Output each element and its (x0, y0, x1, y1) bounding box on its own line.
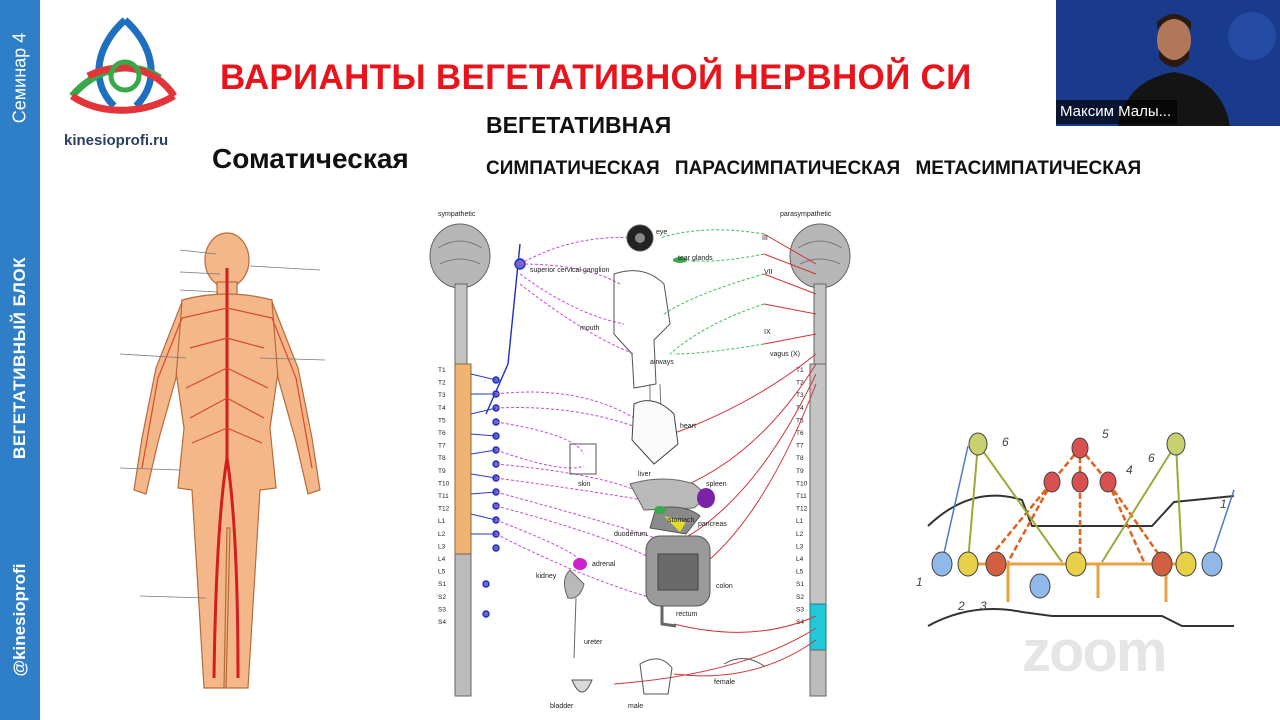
spinal-segment-l4: L4 (796, 556, 804, 563)
label-female: female (714, 679, 735, 686)
label-bladder: bladder (550, 703, 574, 710)
label-liver: liver (638, 471, 652, 478)
label-adrenal: adrenal (592, 561, 616, 568)
label-colon: colon (716, 583, 733, 590)
label-kidney: kidney (536, 573, 557, 580)
participant-video-tile[interactable]: Максим Малы... (1056, 0, 1280, 126)
block-label: ВЕГЕТАТИВНЫЙ БЛОК (10, 257, 29, 459)
spinal-segment-t12: T12 (796, 506, 808, 513)
spinal-segment-t10: T10 (796, 480, 808, 487)
meta-num-1-right: 1 (1220, 497, 1227, 511)
spinal-segment-s1: S1 (796, 581, 804, 588)
spinal-segment-s3: S3 (796, 606, 804, 613)
meta-num-6-left: 6 (1002, 435, 1009, 449)
somatic-heading: Соматическая (212, 143, 409, 174)
spinal-segment-l2: L2 (796, 531, 804, 538)
spinal-segment-l5: L5 (796, 569, 804, 576)
label-nerve-ix: IX (764, 329, 771, 336)
subtype-sympathetic: СИМПАТИЧЕСКАЯ (486, 158, 660, 179)
label-rectum: rectum (676, 611, 698, 618)
meta-num-5: 5 (1102, 427, 1109, 441)
spinal-segment-s1: S1 (438, 581, 446, 588)
spinal-segment-t7: T7 (796, 443, 804, 450)
sidebar: Семинар 4 ВЕГЕТАТИВНЫЙ БЛОК @kinesioprof… (0, 0, 40, 720)
subtype-parasympathetic: ПАРАСИМПАТИЧЕСКАЯ (674, 158, 901, 179)
spinal-segment-t4: T4 (438, 405, 446, 412)
sympathetic-label: sympathetic (438, 211, 476, 218)
spinal-segment-t3: T3 (438, 392, 446, 399)
spinal-segment-t8: T8 (796, 455, 804, 462)
label-heart: heart (680, 423, 696, 430)
label-skin: skin (578, 481, 591, 488)
spinal-segment-l1: L1 (796, 518, 804, 525)
meta-num-3: 3 (980, 599, 987, 613)
logo-site: kinesioprofi.ru (64, 132, 169, 149)
label-airways: airways (650, 359, 674, 366)
spinal-segment-t5: T5 (796, 417, 804, 424)
somatic-body-illustration (120, 232, 326, 689)
label-mouth: mouth (580, 325, 600, 332)
meta-num-6-right: 6 (1148, 451, 1155, 465)
label-nerve-iii: III (762, 235, 768, 242)
label-nerve-vii: VII (764, 269, 773, 276)
zoom-watermark: zoom (1022, 619, 1167, 684)
spinal-segment-t6: T6 (796, 430, 804, 437)
handle-label: @kinesioprofi (10, 563, 29, 677)
label-duodenum: duodenum (614, 531, 647, 538)
label-ureter: ureter (584, 639, 603, 646)
label-male: male (628, 703, 643, 710)
participant-name: Максим Малы... (1056, 100, 1178, 124)
slide-title: ВАРИАНТЫ ВЕГЕТАТИВНОЙ НЕРВНОЙ СИ (220, 58, 972, 97)
spinal-segment-t6: T6 (438, 430, 446, 437)
label-ganglion: superior cervical ganglion (530, 267, 609, 274)
spinal-segment-t5: T5 (438, 417, 446, 424)
spinal-segment-l3: L3 (796, 543, 804, 550)
spinal-segment-t11: T11 (438, 493, 449, 500)
spinal-segment-t3: T3 (796, 392, 804, 399)
meta-num-4: 4 (1126, 463, 1133, 477)
spinal-segment-t12: T12 (438, 506, 450, 513)
spinal-segment-s2: S2 (438, 594, 446, 601)
vegetative-heading: ВЕГЕТАТИВНАЯ (486, 112, 672, 138)
seminar-label: Семинар 4 (9, 32, 30, 124)
spinal-segment-l5: L5 (438, 569, 446, 576)
label-tear-glands: tear glands (678, 255, 713, 262)
spinal-segment-l4: L4 (438, 556, 446, 563)
spinal-segment-t7: T7 (438, 443, 446, 450)
spinal-segment-s3: S3 (438, 606, 446, 613)
spinal-segment-l3: L3 (438, 543, 446, 550)
spinal-segment-t9: T9 (438, 468, 446, 475)
meta-num-2: 2 (957, 599, 965, 613)
spinal-segment-t8: T8 (438, 455, 446, 462)
spinal-segment-t2: T2 (438, 380, 446, 387)
spinal-segment-l2: L2 (438, 531, 446, 538)
autonomic-diagram: sympathetic parasympathetic T1T2T3T4T5T6… (429, 211, 851, 710)
label-vagus: vagus (X) (770, 351, 800, 358)
spinal-segment-s4: S4 (438, 619, 446, 626)
label-stomach: stomach (668, 517, 695, 524)
label-eye: eye (656, 229, 667, 236)
spinal-segment-s2: S2 (796, 594, 804, 601)
subtypes-row: СИМПАТИЧЕСКАЯ ПАРАСИМПАТИЧЕСКАЯ МЕТАСИМП… (486, 158, 1151, 180)
spinal-segment-t4: T4 (796, 405, 804, 412)
subtype-metasympathetic: МЕТАСИМПАТИЧЕСКАЯ (915, 158, 1142, 179)
spinal-segment-t1: T1 (438, 367, 446, 374)
metasympathetic-diagram: 6 5 4 6 1 1 2 3 (916, 427, 1235, 627)
spinal-segment-l1: L1 (438, 518, 446, 525)
meta-num-1-left: 1 (916, 575, 923, 589)
spinal-segment-t10: T10 (438, 480, 450, 487)
spinal-segment-t11: T11 (796, 493, 807, 500)
parasympathetic-label: parasympathetic (780, 211, 832, 218)
spinal-segment-t1: T1 (796, 367, 804, 374)
spinal-segment-t2: T2 (796, 380, 804, 387)
kinesioprofi-logo (69, 17, 177, 114)
spinal-segment-t9: T9 (796, 468, 804, 475)
label-pancreas: pancreas (698, 521, 727, 528)
label-spleen: spleen (706, 481, 727, 488)
